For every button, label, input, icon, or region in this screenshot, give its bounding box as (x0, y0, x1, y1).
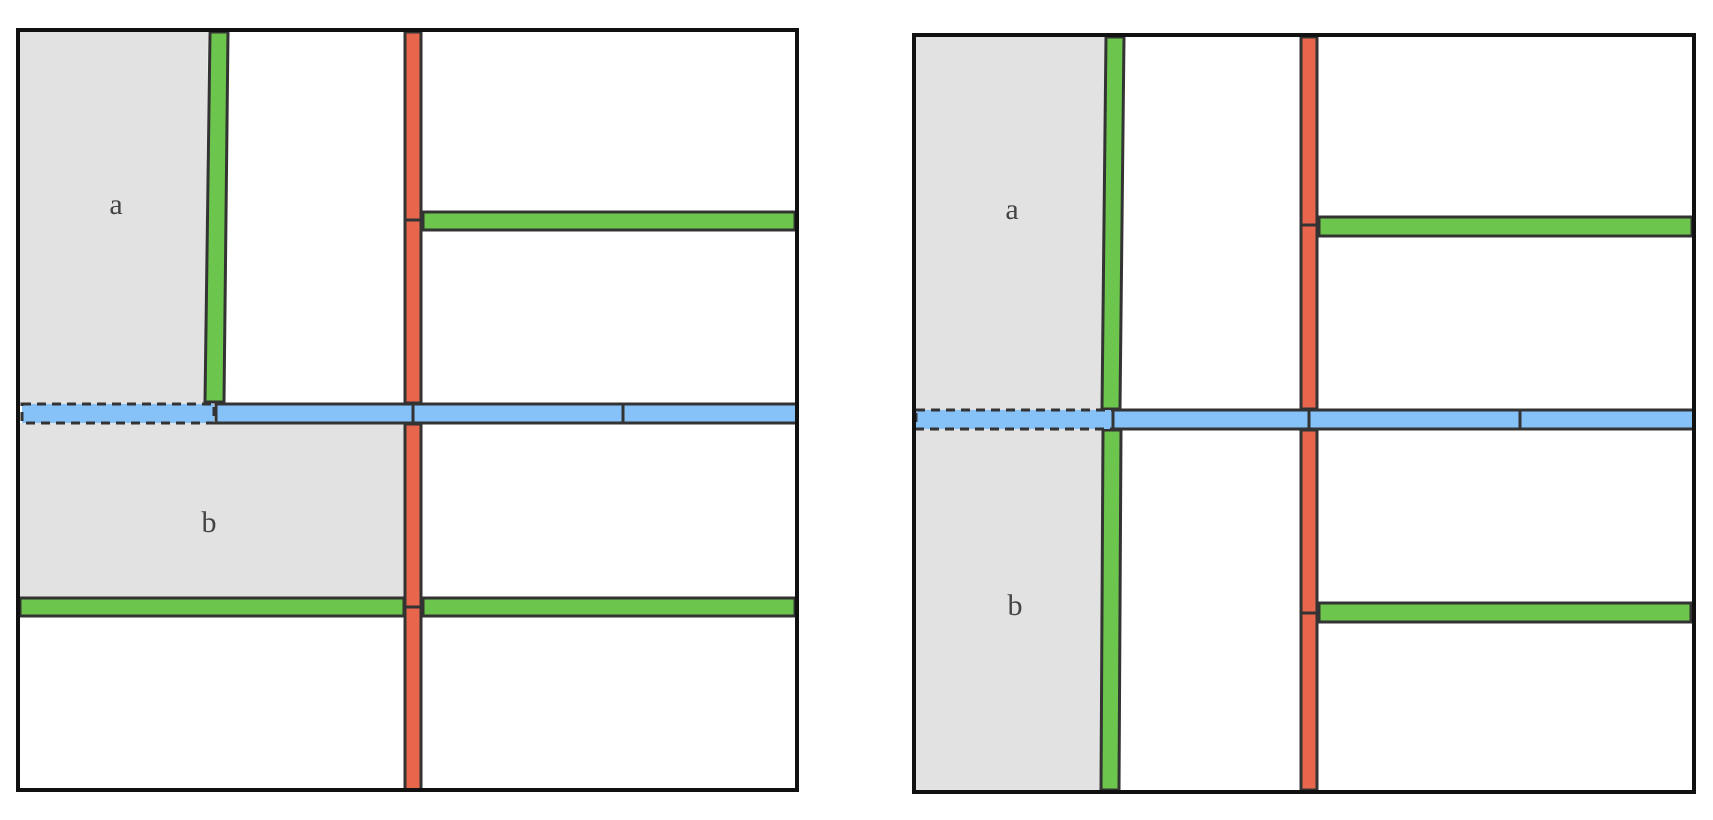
right-frame (912, 33, 1696, 794)
blue-wall-segment-3 (621, 402, 799, 425)
red-wall-lower-middle (1299, 428, 1319, 615)
blue-wall-segment-1 (1111, 408, 1311, 431)
green-wall-lower-right (1317, 601, 1693, 624)
red-wall-upper-middle (1299, 223, 1319, 411)
green-wall-lower-right (421, 596, 797, 618)
right-panel: a b (912, 33, 1696, 794)
red-wall-bottom (1299, 611, 1319, 792)
left-panel: a b (16, 28, 799, 792)
blue-wall-segment-3 (1518, 408, 1696, 431)
label-a: a (109, 188, 122, 221)
red-wall-top (403, 30, 423, 222)
label-a: a (1005, 193, 1018, 226)
label-b: b (1008, 589, 1023, 622)
blue-wall-dashed (20, 402, 216, 425)
region-b (20, 423, 412, 600)
red-wall-top (1299, 35, 1319, 227)
green-wall-upper-right (1317, 215, 1694, 238)
red-wall-upper-middle (403, 218, 423, 405)
blue-wall-segment-2 (411, 402, 625, 425)
blue-wall-segment-1 (214, 402, 415, 425)
green-wall-vertical (203, 30, 230, 404)
left-frame (16, 28, 799, 792)
green-wall-upper-right (421, 210, 797, 232)
green-wall-lower-left (18, 596, 406, 618)
blue-wall-dashed (914, 408, 1115, 431)
green-wall-vertical-lower (1099, 428, 1123, 792)
blue-wall-segment-2 (1307, 408, 1522, 431)
red-wall-lower-middle (403, 422, 423, 609)
red-wall-bottom (403, 605, 423, 792)
label-b: b (202, 506, 217, 539)
region-a (20, 32, 208, 405)
green-wall-vertical-upper (1100, 35, 1126, 411)
